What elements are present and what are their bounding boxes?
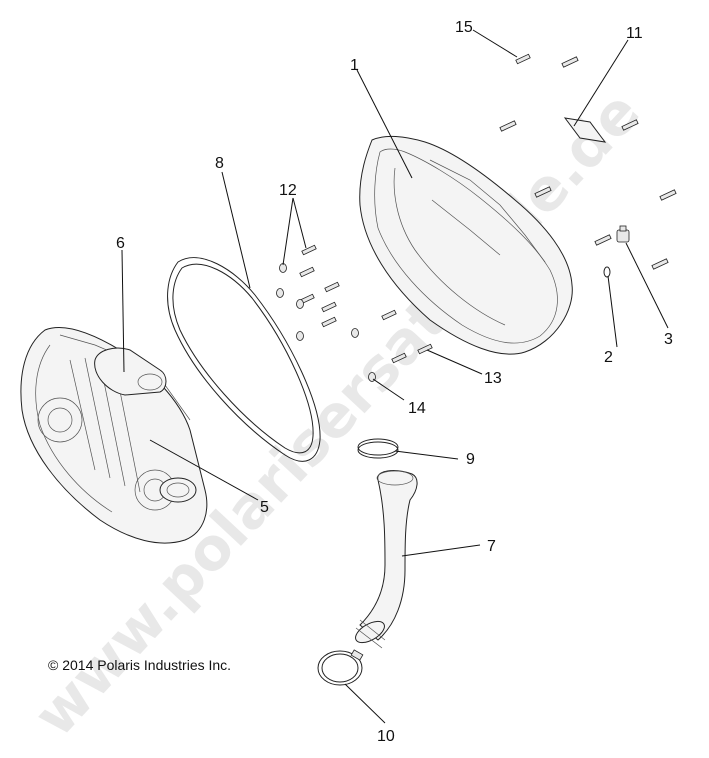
callout-1: 1 (350, 57, 359, 74)
drain-plug (616, 225, 630, 243)
bolt (381, 309, 397, 321)
leader-lines (121, 29, 669, 724)
bolt (534, 186, 552, 198)
copyright-notice: © 2014 Polaris Industries Inc. (48, 657, 232, 673)
callout-5: 5 (260, 499, 269, 516)
nut-group (276, 263, 376, 382)
bolt (594, 234, 612, 246)
bolt (299, 266, 315, 278)
callout-7: 7 (487, 538, 496, 555)
bolt (301, 244, 317, 256)
callout-labels: 1 2 3 5 6 7 8 9 10 11 12 13 14 15 (116, 19, 673, 745)
callout-15: 15 (455, 19, 473, 36)
bolt (561, 56, 579, 68)
callout-10: 10 (377, 728, 395, 745)
callout-12: 12 (279, 182, 297, 199)
bolt (321, 316, 337, 328)
o-ring (603, 266, 611, 278)
bolt (659, 189, 677, 201)
hose-clamp-upper (357, 438, 399, 459)
bolt (621, 119, 639, 131)
bolt (499, 120, 517, 132)
callout-3: 3 (664, 331, 673, 348)
hose-clamp-lower (317, 649, 364, 686)
bolt (417, 343, 433, 355)
callout-2: 2 (604, 349, 613, 366)
bolt (651, 258, 669, 270)
bolt (324, 281, 340, 293)
drive-belt (167, 257, 321, 462)
callout-14: 14 (408, 400, 426, 417)
callout-13: 13 (484, 370, 502, 387)
bolt (515, 53, 531, 65)
bolt (321, 301, 337, 313)
intake-duct (355, 470, 418, 649)
callout-11: 11 (626, 25, 643, 42)
bolt (391, 352, 407, 364)
callout-9: 9 (466, 451, 475, 468)
callout-8: 8 (215, 155, 224, 172)
outer-clutch-cover (359, 135, 573, 355)
inner-clutch-cover (20, 327, 208, 544)
callout-6: 6 (116, 235, 125, 252)
